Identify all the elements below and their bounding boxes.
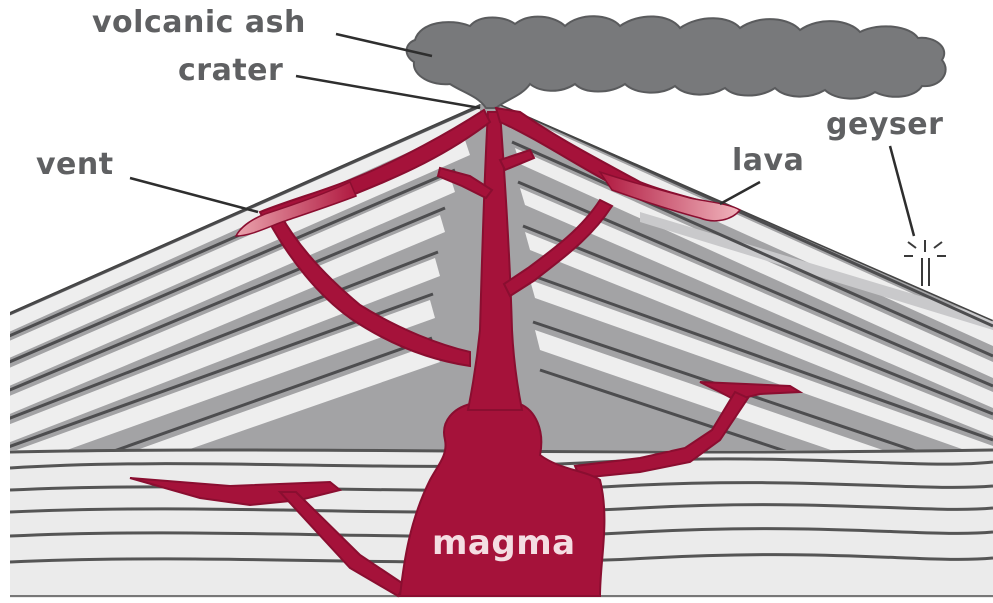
label-geyser: geyser <box>826 110 943 140</box>
label-crater: crater <box>178 56 283 86</box>
label-magma: magma <box>432 526 576 560</box>
ash-cloud <box>407 16 946 108</box>
label-lava: lava <box>732 146 804 176</box>
label-volcanic-ash: volcanic ash <box>92 8 306 38</box>
geyser-icon <box>904 240 946 286</box>
label-vent: vent <box>36 150 114 180</box>
